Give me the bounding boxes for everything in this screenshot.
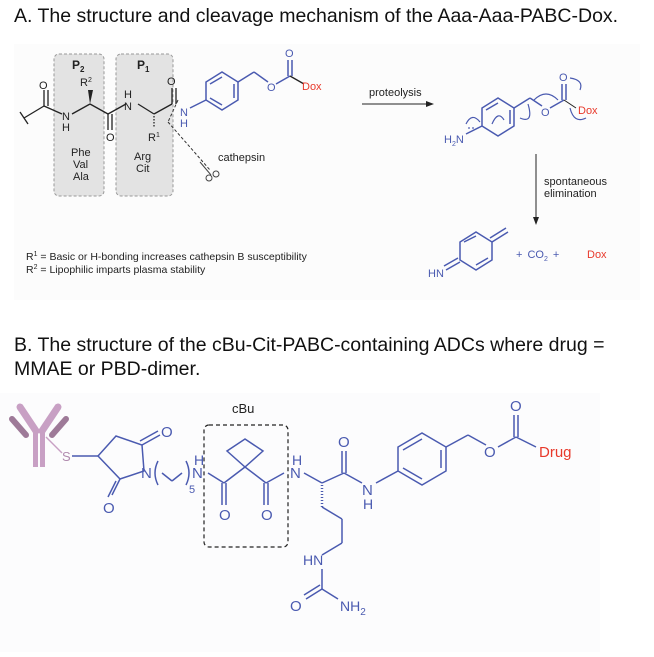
atom-o: O xyxy=(261,507,273,524)
pabc-drug: O O Drug xyxy=(375,398,572,486)
panel-a-scheme: P2 P1 O N H R2 O H N O xyxy=(14,44,640,300)
nh2-label: NH2 xyxy=(340,598,366,618)
atom-n: N xyxy=(192,465,203,482)
note-r2: R2 = Lipophilic imparts plasma stability xyxy=(26,264,206,276)
atom-o: O xyxy=(219,507,231,524)
residue-cit: Cit xyxy=(136,163,149,175)
atom-o: O xyxy=(541,107,550,119)
cbu-dashed-box xyxy=(203,424,289,548)
atom-h: H xyxy=(292,452,302,468)
subscript-5: 5 xyxy=(189,484,195,496)
cathepsin-cleavage-marker: cathepsin xyxy=(167,99,265,182)
residue-arg: Arg xyxy=(134,151,151,163)
atom-o: O xyxy=(290,598,302,615)
atom-h: H xyxy=(180,118,188,130)
cbu-label: cBu xyxy=(232,401,254,416)
atom-h: H xyxy=(62,122,70,134)
hn-label: HN xyxy=(428,268,444,280)
atom-n: N xyxy=(124,101,132,113)
p2-label: P2 xyxy=(72,58,85,74)
atom-o: O xyxy=(338,434,350,451)
atom-o: O xyxy=(267,82,276,94)
co2-product: +CO2+ xyxy=(516,249,559,263)
pentyl-chain: 5 H N xyxy=(154,452,204,496)
atom-n: N xyxy=(62,111,70,123)
panel-b-title: B. The structure of the cBu-Cit-PABC-con… xyxy=(14,334,605,380)
note-r1: R1 = Basic or H-bonding increases cathep… xyxy=(26,251,308,263)
p1-label: P1 xyxy=(137,58,150,74)
dox-label: Dox xyxy=(578,105,598,117)
pabc-linker: N H O O Dox xyxy=(180,48,322,130)
scissors-icon xyxy=(199,161,220,182)
proteolysis-arrow: proteolysis xyxy=(362,87,434,107)
proteolysis-label: proteolysis xyxy=(369,87,422,99)
atom-o: O xyxy=(106,132,115,144)
atom-n: N xyxy=(141,465,152,482)
atom-o: O xyxy=(559,72,568,84)
panel-a-title: A. The structure and cleavage mechanism … xyxy=(14,5,619,27)
r1-label: R1 xyxy=(148,132,160,144)
atom-o: O xyxy=(103,500,115,517)
atom-o: O xyxy=(167,76,176,88)
h2n-label: H2N xyxy=(444,134,464,148)
elimination-arrow: spontaneous elimination xyxy=(533,154,607,225)
peptide-backbone: O N H R2 O H N O R1 xyxy=(19,76,177,144)
atom-o: O xyxy=(161,424,173,441)
atom-n: N xyxy=(362,482,373,499)
atom-o: O xyxy=(510,398,522,415)
citrulline-residue: H N O N H HN O NH2 xyxy=(290,434,373,618)
antibody-icon xyxy=(9,403,69,467)
adc-structure-diagram: S O O N 5 H N cBu xyxy=(9,398,572,618)
electron-push-arrows xyxy=(465,77,587,125)
products: HN +CO2+ Dox xyxy=(428,227,607,280)
p1-box xyxy=(115,53,174,197)
elimination-label: elimination xyxy=(544,188,597,200)
panel-b-scheme: S O O N 5 H N cBu xyxy=(0,393,600,652)
atom-n: N xyxy=(180,107,188,119)
cathepsin-label: cathepsin xyxy=(218,152,265,164)
succinimide-ring: O O N xyxy=(72,424,173,517)
residue-val: Val xyxy=(73,159,88,171)
p2-box xyxy=(53,53,105,197)
drug-label: Drug xyxy=(539,444,572,461)
cleavage-mechanism-diagram: P2 P1 O N H R2 O H N O xyxy=(19,48,607,280)
r2-label: R2 xyxy=(80,77,92,89)
hn-label: HN xyxy=(303,552,323,568)
dox-label: Dox xyxy=(302,81,322,93)
atom-h: H xyxy=(363,496,373,512)
atom-h: H xyxy=(194,452,204,468)
sulfur-atom: S xyxy=(62,449,71,464)
dox-product: Dox xyxy=(587,249,607,261)
aniline-intermediate: H2N O O Dox xyxy=(444,72,598,148)
atom-o: O xyxy=(484,444,496,461)
spontaneous-label: spontaneous xyxy=(544,176,607,188)
cyclobutane-dicarboxamide: O O xyxy=(207,438,285,524)
atom-n: N xyxy=(290,465,301,482)
atom-h: H xyxy=(124,89,132,101)
atom-o: O xyxy=(285,48,294,60)
residue-phe: Phe xyxy=(71,147,91,159)
residue-ala: Ala xyxy=(73,171,90,183)
atom-o: O xyxy=(39,80,48,92)
